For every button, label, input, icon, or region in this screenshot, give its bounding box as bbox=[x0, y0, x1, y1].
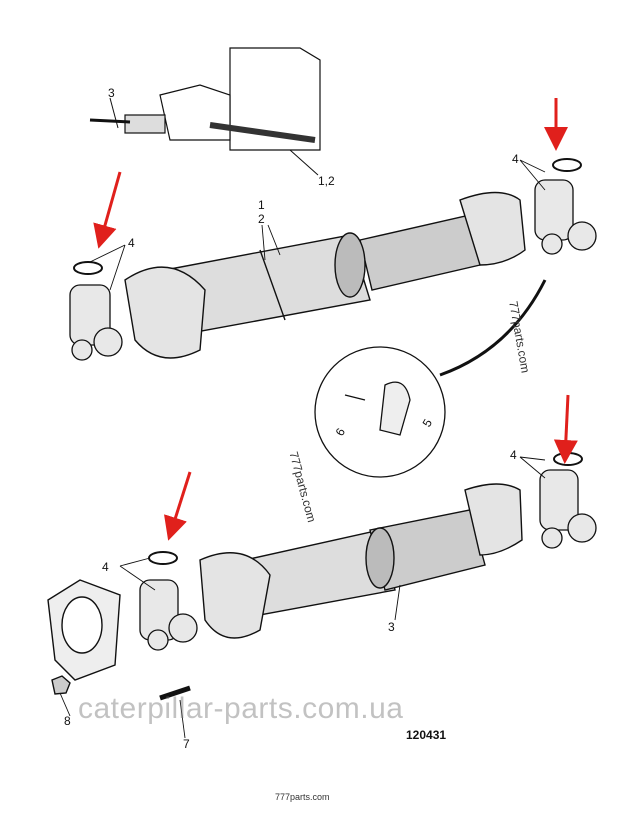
watermark-777parts-bottom: 777parts.com bbox=[275, 792, 330, 802]
callout-4-upper-left: 4 bbox=[128, 236, 135, 250]
u-joint-upper-left bbox=[69, 284, 123, 361]
transmission-sketch bbox=[89, 47, 321, 176]
u-joint-upper-right bbox=[534, 179, 597, 255]
figure-number: 120431 bbox=[406, 728, 447, 742]
upper-driveshaft bbox=[124, 191, 526, 359]
callout-3-lower: 3 bbox=[388, 620, 395, 634]
callout-3-top: 3 bbox=[108, 86, 115, 100]
leader-lines bbox=[59, 159, 546, 739]
callout-8: 8 bbox=[64, 714, 71, 728]
u-joints bbox=[69, 179, 597, 651]
clamp-detail-circle bbox=[314, 279, 547, 478]
callout-4-upper-right: 4 bbox=[512, 152, 519, 166]
callout-1-2: 1,2 bbox=[318, 174, 335, 188]
u-joint-lower-right bbox=[539, 469, 597, 549]
arrow-upper-left bbox=[93, 171, 122, 249]
red-arrows bbox=[93, 98, 578, 541]
lower-driveshaft bbox=[47, 483, 523, 701]
watermark-caterpillar-parts: caterpillar-parts.com.ua bbox=[78, 692, 404, 725]
callout-7: 7 bbox=[183, 737, 190, 751]
u-joint-lower-left bbox=[139, 579, 198, 651]
arrow-lower-right bbox=[553, 394, 578, 464]
callout-2: 2 bbox=[258, 212, 265, 226]
callout-4-lower-right: 4 bbox=[510, 448, 517, 462]
callout-1: 1 bbox=[258, 198, 265, 212]
arrow-lower-left bbox=[164, 471, 192, 541]
callout-4-lower-left: 4 bbox=[102, 560, 109, 574]
